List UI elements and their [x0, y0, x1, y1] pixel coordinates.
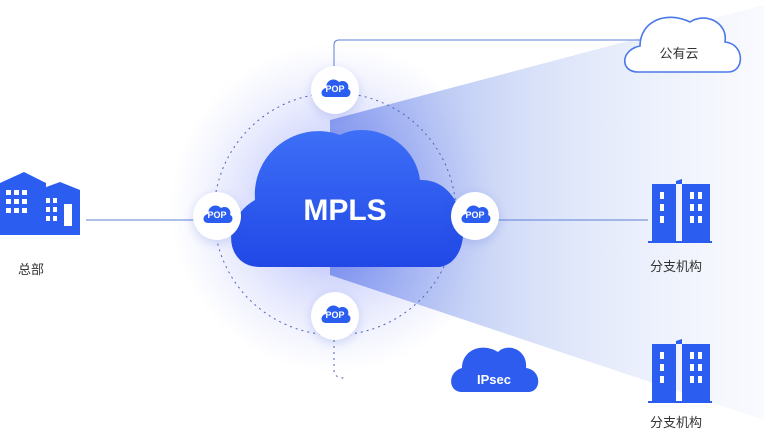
pop-label: POP — [207, 210, 227, 220]
pop-cloud-icon — [321, 79, 351, 97]
public-cloud-label: 公有云 — [659, 47, 699, 62]
ipsec-cloud-shape — [451, 347, 539, 392]
hq-building-icon — [0, 172, 80, 235]
pop-cloud-icon — [321, 305, 351, 323]
cloud-link — [333, 39, 640, 68]
pop-cloud-icon — [461, 205, 491, 223]
mpls-cloud-shape — [231, 130, 464, 267]
pop-node-right: POP — [451, 192, 499, 240]
branch-label: 分支机构 — [650, 416, 703, 431]
pop-label: POP — [325, 84, 345, 94]
pop-label: POP — [465, 210, 485, 220]
ipsec-link — [333, 340, 345, 379]
branch-building-icon — [648, 179, 712, 243]
public-cloud-shape — [623, 16, 742, 73]
pop-cloud-icon — [203, 205, 233, 223]
pop-label: POP — [325, 310, 345, 320]
pop-node-bottom: POP — [311, 292, 359, 340]
branch-building-icon — [648, 339, 712, 403]
branch-label: 分支机构 — [650, 260, 703, 275]
hq-label: 总部 — [18, 263, 45, 278]
ipsec-label: IPsec — [477, 372, 511, 387]
pop-node-left: POP — [193, 192, 241, 240]
mpls-label: MPLS — [303, 194, 387, 227]
pop-node-top: POP — [311, 66, 359, 114]
